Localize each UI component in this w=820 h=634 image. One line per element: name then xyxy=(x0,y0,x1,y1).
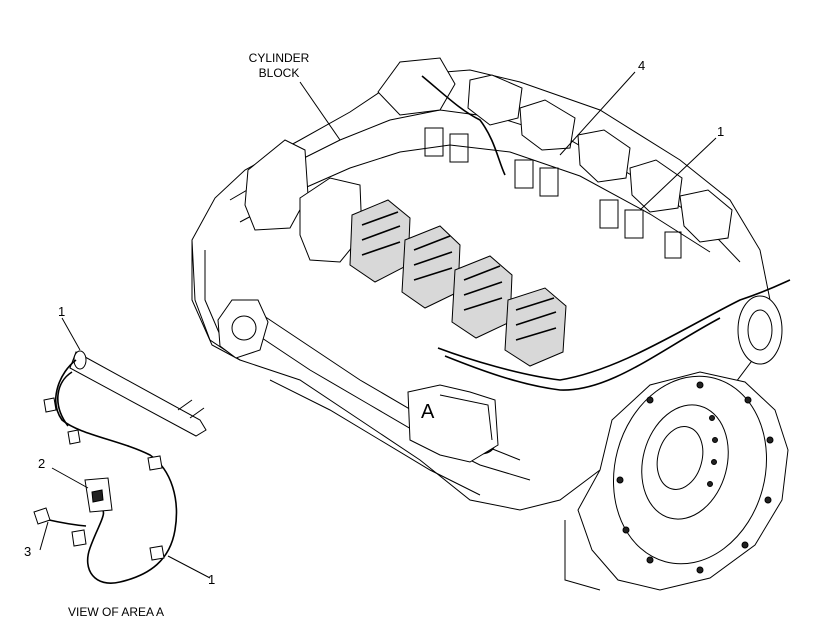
rear-end-cover xyxy=(737,295,783,365)
cylinder-heads xyxy=(349,199,567,367)
cylinder-block-label-line2: BLOCK xyxy=(259,66,300,80)
front-end-cover xyxy=(217,299,269,359)
callout-3: 3 xyxy=(24,544,31,559)
callout-1-detail-top: 1 xyxy=(58,304,65,319)
cylinder-block-label-line1: CYLINDER xyxy=(249,51,310,65)
leader-lines xyxy=(39,71,717,579)
detail-view xyxy=(33,350,207,584)
rear-bank-valve-covers xyxy=(377,57,733,259)
area-a-marker: A xyxy=(421,401,435,423)
view-caption: VIEW OF AREA A xyxy=(68,605,164,619)
callout-2: 2 xyxy=(38,456,45,471)
callout-1-detail-bottom: 1 xyxy=(208,572,215,587)
area-a-region xyxy=(407,384,499,463)
front-bank-covers xyxy=(244,139,363,263)
callout-1-top: 1 xyxy=(717,124,724,139)
flywheel-housing xyxy=(564,371,789,591)
callout-4: 4 xyxy=(638,58,645,73)
